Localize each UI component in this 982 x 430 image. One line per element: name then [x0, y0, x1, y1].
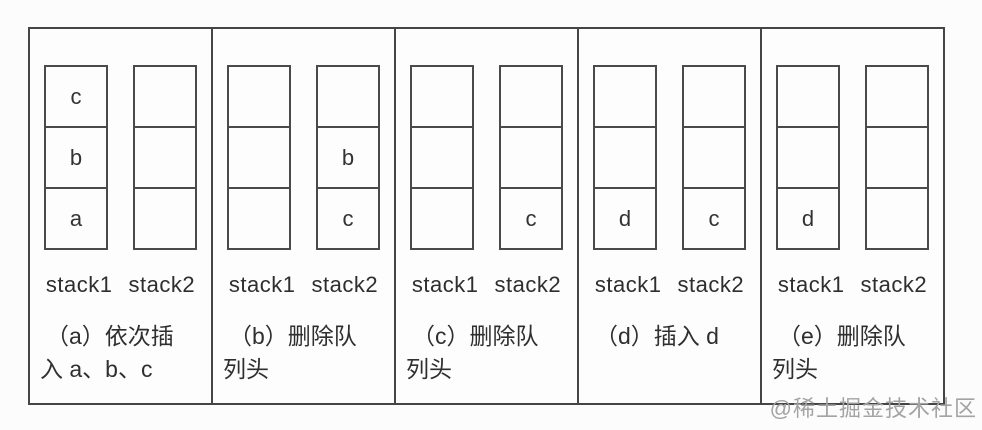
- caption-line: 入 a、b、c: [40, 356, 153, 382]
- panel-caption: （a）依次插 入 a、b、c: [30, 320, 211, 386]
- caption-line: （a）依次插: [46, 323, 174, 349]
- caption-line: 列头: [772, 356, 818, 382]
- caption-line: 列头: [406, 356, 452, 382]
- stack1-label: stack1: [594, 272, 662, 297]
- stack-labels: stack1 stack2: [229, 272, 378, 298]
- stack2-label: stack2: [860, 272, 928, 297]
- panel-b: b c stack1 stack2 （b）删除队 列头: [213, 29, 396, 403]
- stacks-row: d c: [593, 65, 746, 250]
- stack2-label: stack2: [311, 272, 379, 297]
- stack-cell: [776, 126, 840, 189]
- diagram-frame: c b a stack1 stack2 （a）依次插 入 a、b、c: [28, 27, 945, 405]
- stacks-row: d: [776, 65, 929, 250]
- stack-cell: b: [316, 126, 380, 189]
- stack-cell: [865, 65, 929, 128]
- stack-cell: d: [776, 187, 840, 250]
- stack-cell: [499, 65, 563, 128]
- stack-cell: c: [316, 187, 380, 250]
- caption-line: 列头: [223, 356, 269, 382]
- watermark: @稀土掘金技术社区: [769, 396, 977, 421]
- stack2-column: [133, 65, 197, 250]
- stack2-column: [865, 65, 929, 250]
- stack1-label: stack1: [228, 272, 296, 297]
- stack-cell: [499, 126, 563, 189]
- panel-caption: （e）删除队 列头: [762, 320, 943, 386]
- stack2-label: stack2: [494, 272, 562, 297]
- panel-e: d stack1 stack2 （e）删除队 列头: [762, 29, 943, 403]
- stack1-label: stack1: [777, 272, 845, 297]
- stack1-label: stack1: [45, 272, 113, 297]
- stack-cell: c: [44, 65, 108, 128]
- stack-cell: [410, 65, 474, 128]
- stack-cell: [227, 126, 291, 189]
- stack2-column: c: [682, 65, 746, 250]
- stack1-column: [227, 65, 291, 250]
- stack-cell: [316, 65, 380, 128]
- stack2-label: stack2: [677, 272, 745, 297]
- stack-cell: [227, 187, 291, 250]
- stacks-row: b c: [227, 65, 380, 250]
- stack-cell: [593, 126, 657, 189]
- panel-caption: （c）删除队 列头: [396, 320, 577, 386]
- stack-cell: [410, 126, 474, 189]
- caption-line: （b）删除队: [229, 323, 357, 349]
- stack-cell: [865, 126, 929, 189]
- stacks-row: c: [410, 65, 563, 250]
- stack-cell: [865, 187, 929, 250]
- stack-cell: [133, 65, 197, 128]
- stack-cell: [133, 126, 197, 189]
- panel-caption: （b）删除队 列头: [213, 320, 394, 386]
- caption-line: （e）删除队: [778, 323, 906, 349]
- stack2-column: c: [499, 65, 563, 250]
- stack1-column: [410, 65, 474, 250]
- stack-labels: stack1 stack2: [595, 272, 744, 298]
- stack-cell: [133, 187, 197, 250]
- stack-labels: stack1 stack2: [778, 272, 927, 298]
- stack-labels: stack1 stack2: [46, 272, 195, 298]
- stack-cell: c: [499, 187, 563, 250]
- stack-cell: c: [682, 187, 746, 250]
- panel-a: c b a stack1 stack2 （a）依次插 入 a、b、c: [30, 29, 213, 403]
- stack-cell: [776, 65, 840, 128]
- stack-cell: [682, 65, 746, 128]
- stack-cell: a: [44, 187, 108, 250]
- stack1-column: c b a: [44, 65, 108, 250]
- stack-cell: [410, 187, 474, 250]
- stack1-column: d: [776, 65, 840, 250]
- stack-labels: stack1 stack2: [412, 272, 561, 298]
- caption-line: （c）删除队: [412, 323, 539, 349]
- stack-cell: b: [44, 126, 108, 189]
- stack-cell: [682, 126, 746, 189]
- stack2-label: stack2: [128, 272, 196, 297]
- caption-line: （d）插入 d: [595, 323, 719, 349]
- panel-c: c stack1 stack2 （c）删除队 列头: [396, 29, 579, 403]
- stack-cell: [593, 65, 657, 128]
- stack-cell: [227, 65, 291, 128]
- panel-caption: （d）插入 d: [579, 320, 760, 353]
- stack-cell: d: [593, 187, 657, 250]
- stack1-label: stack1: [411, 272, 479, 297]
- stacks-row: c b a: [44, 65, 197, 250]
- stack1-column: d: [593, 65, 657, 250]
- stack2-column: b c: [316, 65, 380, 250]
- panel-d: d c stack1 stack2 （d）插入 d: [579, 29, 762, 403]
